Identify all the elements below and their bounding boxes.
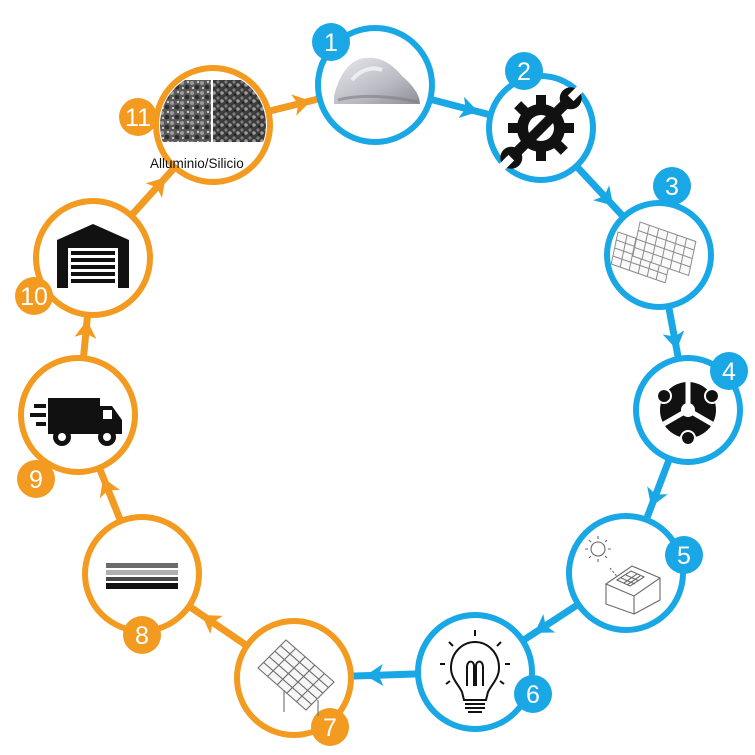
warehouse-icon: [57, 224, 129, 288]
step-3-number: 3: [665, 173, 679, 201]
arrow-head: [662, 330, 685, 350]
arrow-head: [647, 486, 668, 507]
arrow-head: [593, 185, 614, 206]
connector-7-8: [187, 603, 249, 649]
light-bulb-icon: [440, 630, 510, 713]
material-layers-icon: [106, 563, 178, 589]
step-6-badge: [514, 675, 552, 713]
arrow-head: [145, 177, 166, 198]
step-2-badge: [505, 52, 543, 90]
connector-10-11: [128, 164, 178, 219]
arrow-head: [291, 94, 311, 116]
step-2-number: 2: [517, 58, 531, 86]
step-10-badge: [15, 277, 53, 315]
arrow-head: [458, 96, 479, 119]
connector-4-5: [642, 457, 673, 521]
step-4-badge: [710, 352, 748, 390]
arrow-head: [201, 615, 223, 635]
aluminium-silicon-icon: [160, 80, 266, 142]
connector-2-3: [573, 163, 627, 220]
step-9-badge: [17, 460, 55, 498]
connector-3-4: [662, 305, 685, 360]
gear-wrench-icon: [498, 85, 584, 171]
powder-icon: [334, 57, 420, 104]
step-1-number: 1: [324, 29, 338, 57]
step-7-number: 7: [323, 714, 337, 742]
connector-11-1: [267, 94, 321, 116]
solar-panel-icon: [257, 639, 335, 716]
arrow-head: [365, 664, 384, 687]
delivery-truck-icon: [30, 398, 122, 446]
step-5-badge: [665, 536, 703, 574]
step-5-number: 5: [677, 542, 691, 570]
step-8-number: 8: [135, 622, 149, 650]
step-1-badge: [312, 23, 350, 61]
connectors: [74, 94, 685, 687]
step-7-badge: [311, 708, 349, 746]
connector-8-9: [96, 466, 124, 523]
connector-1-2: [429, 95, 492, 119]
step-3-badge: [653, 167, 691, 205]
arrow-head: [534, 614, 556, 633]
radioactive-icon: [656, 382, 720, 446]
solar-house-icon: [585, 536, 662, 615]
connector-6-7: [350, 664, 419, 687]
step-10-number: 10: [20, 283, 48, 311]
nodes: 1 2 3 4 5 6 7 8 9 10 11: [15, 23, 748, 746]
step-9-number: 9: [29, 466, 43, 494]
step-8-badge: [123, 616, 161, 654]
step11-caption: Alluminio/Silicio: [150, 156, 244, 171]
arrow-head: [74, 320, 97, 339]
step-4-number: 4: [722, 358, 736, 386]
step-6-number: 6: [526, 681, 540, 709]
step-11-badge: [119, 98, 157, 136]
solar-panels-icon: [610, 221, 697, 284]
arrow-head: [99, 477, 121, 499]
step-11-number: 11: [125, 104, 151, 132]
connector-9-10: [74, 314, 97, 359]
connector-5-6: [520, 601, 581, 644]
